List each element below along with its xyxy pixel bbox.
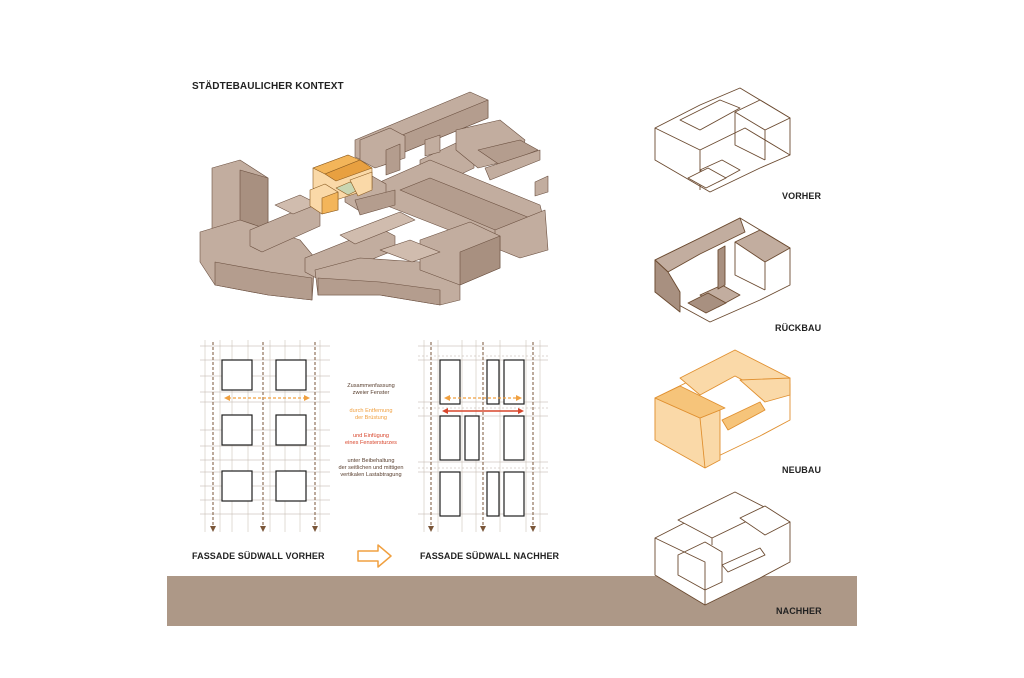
stage-nachher-model (654, 491, 791, 606)
facade-after-label: FASSADE SÜDWALL NACHHER (420, 551, 560, 561)
stage-label-neubau: NEUBAU (782, 465, 822, 475)
stage-label-nachher: NACHHER (776, 606, 822, 616)
stage-neubau-model (654, 349, 791, 469)
stage-vorher-model (654, 87, 791, 193)
transition-arrow-icon (357, 544, 392, 568)
facade-before-label: FASSADE SÜDWALL VORHER (192, 551, 325, 561)
stage-rueckbau-model (654, 217, 791, 323)
context-title: STÄDTEBAULICHER KONTEXT (192, 81, 344, 92)
stage-label-rueckbau: RÜCKBAU (775, 323, 822, 333)
stage-label-vorher: VORHER (782, 191, 822, 201)
